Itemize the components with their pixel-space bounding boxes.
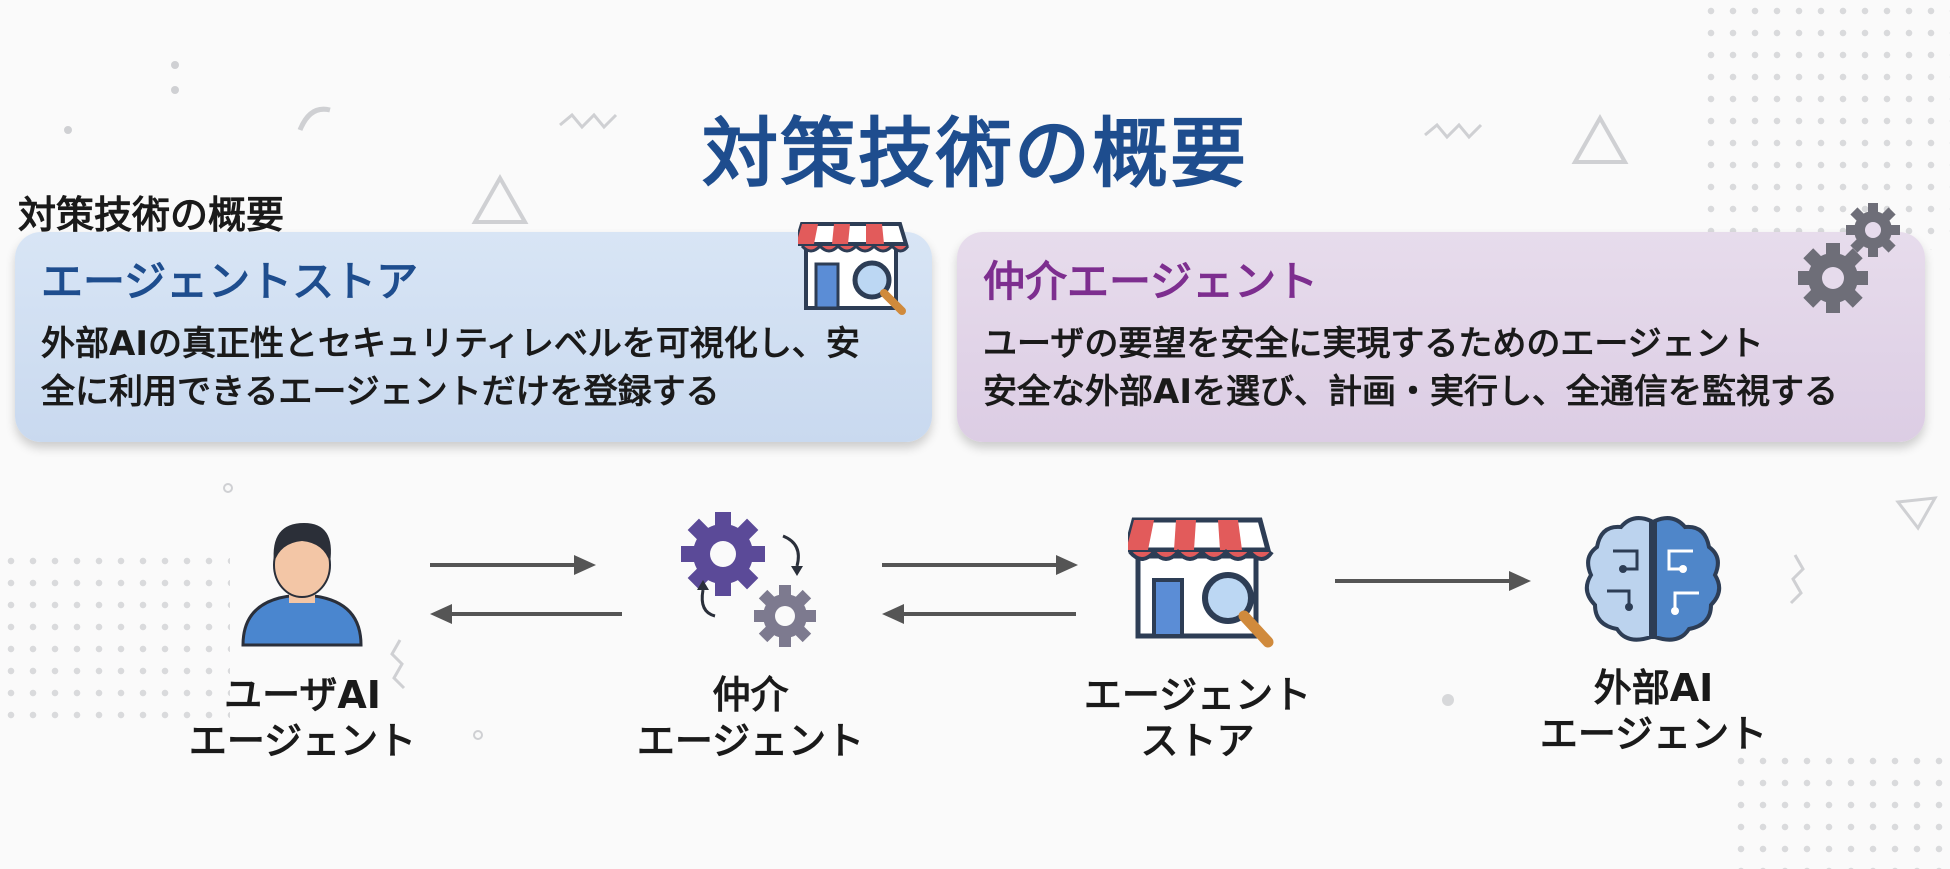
broker-agent-desc-line-2: 安全な外部AIを選び、計画・実行し、全通信を監視する [983, 372, 1838, 412]
broker-agent-label-line-1: 仲介 [712, 673, 789, 717]
broker-agent-desc-line-1: ユーザの要望を安全に実現するためのエージェント [983, 324, 1764, 364]
section-label: 対策技術の概要 [18, 193, 285, 237]
dot-pattern-top-right [1700, 0, 1950, 250]
dot-pattern-left [0, 550, 230, 720]
agent-store-desc-line-2: 全に利用できるエージェントだけを登録する [41, 372, 720, 412]
arrow-store-to-external-ai [1335, 571, 1531, 591]
page-title: 対策技術の概要 [702, 109, 1248, 198]
agent-store-label-line-1: エージェント [1083, 673, 1312, 717]
arrow-user-to-broker [430, 555, 596, 575]
gears-icon [1798, 203, 1900, 313]
user-ai-agent-label-line-1: ユーザAI [224, 673, 381, 717]
agent-store-card: エージェントストア 外部AIの真正性とセキュリティレベルを可視化し、安 全に利用… [15, 222, 932, 442]
brain-icon [1584, 516, 1722, 642]
dot-pattern-bottom-right [1730, 750, 1950, 869]
external-ai-agent-label-line-1: 外部AI [1593, 666, 1714, 710]
agent-store-desc-line-1: 外部AIの真正性とセキュリティレベルを可視化し、安 [41, 324, 860, 364]
broker-agent-card-description: ユーザの要望を安全に実現するためのエージェント 安全な外部AIを選び、計画・実行… [983, 320, 1838, 416]
external-ai-agent-label: 外部AI エージェント [1511, 665, 1796, 757]
broker-agent-label: 仲介 エージェント [608, 672, 893, 764]
agent-store-card-title: エージェントストア [41, 257, 419, 306]
arrow-broker-to-store [882, 555, 1078, 575]
arrow-store-to-broker [882, 604, 1076, 624]
store-icon [798, 222, 910, 315]
broker-agent-card-title: 仲介エージェント [983, 257, 1319, 306]
gears-cycle-icon [681, 512, 816, 647]
broker-agent-card: 仲介エージェント ユーザの要望を安全に実現するためのエージェント 安全な外部AI… [957, 203, 1925, 442]
agent-store-card-description: 外部AIの真正性とセキュリティレベルを可視化し、安 全に利用できるエージェントだ… [41, 320, 860, 416]
user-ai-agent-label: ユーザAI エージェント [160, 672, 445, 764]
agent-store-label-line-2: ストア [1140, 719, 1255, 763]
agent-store-label: エージェント ストア [1055, 672, 1340, 764]
user-icon [241, 523, 363, 647]
broker-agent-label-line-2: エージェント [636, 719, 865, 763]
store-search-icon [1128, 517, 1274, 648]
user-ai-agent-label-line-2: エージェント [188, 719, 417, 763]
arrow-broker-to-user [430, 604, 622, 624]
external-ai-agent-label-line-2: エージェント [1539, 712, 1768, 756]
